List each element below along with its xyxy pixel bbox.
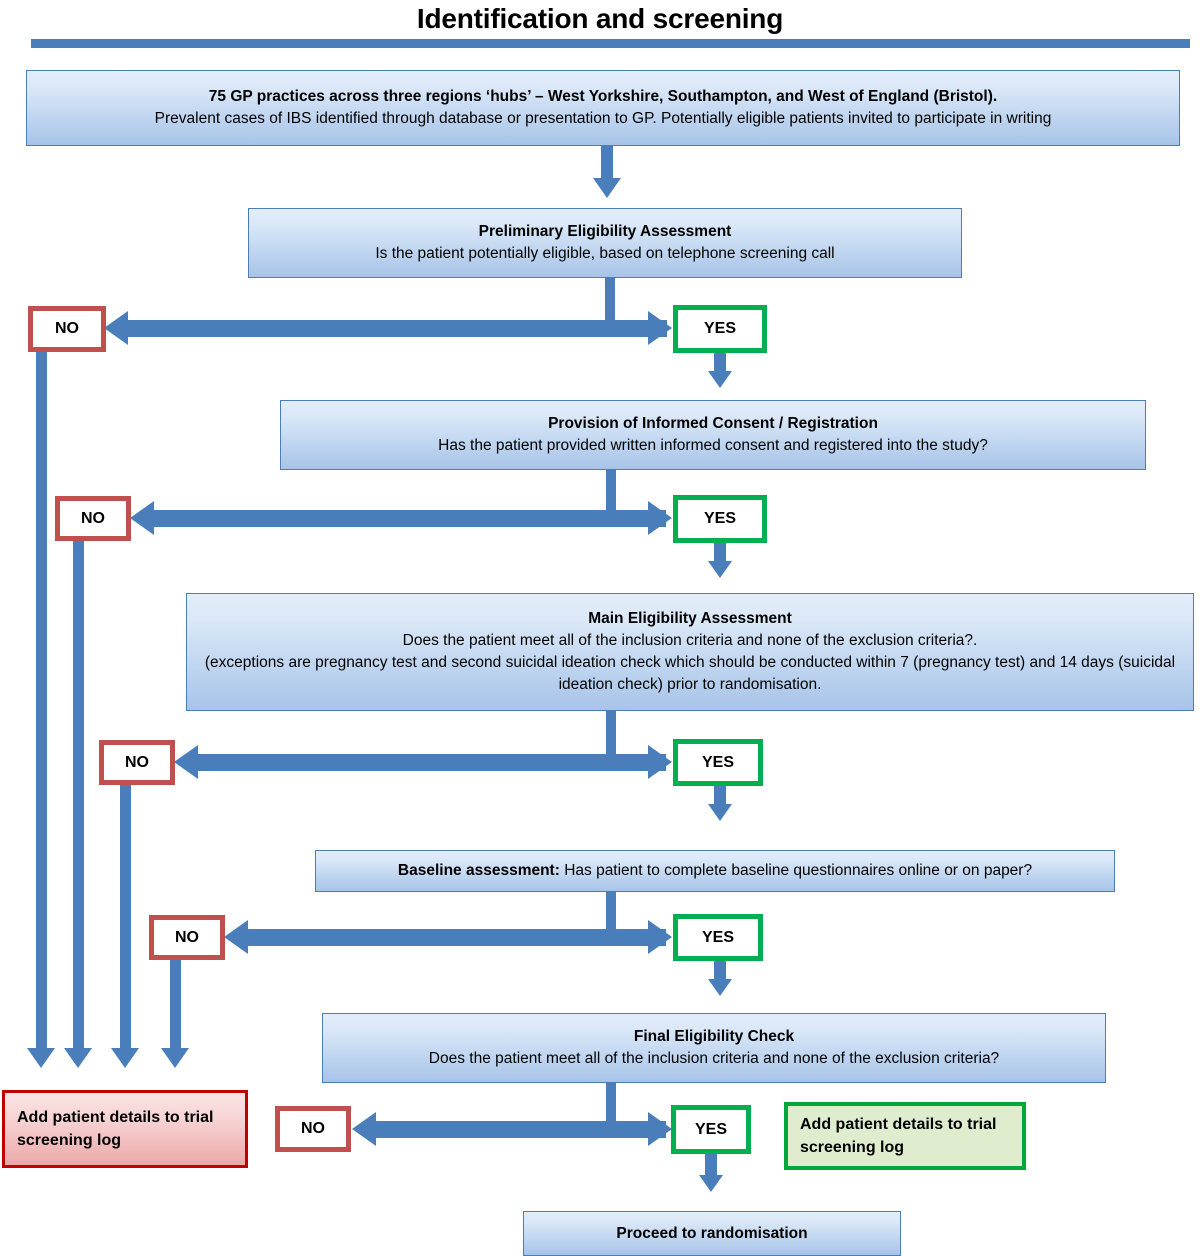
screening-log-included-line2: trial screening log: [800, 1116, 997, 1156]
arrow-head-down-no-baseline: [161, 1048, 189, 1068]
node-final-check-line2: Does the patient meet all of the inclusi…: [428, 1050, 1000, 1067]
node-recruitment: 75 GP practices across three regions ‘hu…: [26, 70, 1180, 146]
screening-log-included-line1: Add patient details to: [800, 1116, 963, 1133]
arrow-head-right-consent-yes: [648, 501, 672, 535]
arrow-head-right-final-check-yes: [648, 1112, 672, 1146]
node-baseline-bold: Baseline assessment:: [397, 862, 560, 879]
node-recruitment-line1: 75 GP practices across three regions ‘hu…: [208, 88, 998, 105]
connector-final-check-stem: [606, 1083, 616, 1131]
decision-yes-consent-label: YES: [703, 510, 736, 527]
connector-no-consent-down: [73, 541, 84, 1053]
node-final-eligibility-check: Final Eligibility Check Does the patient…: [322, 1013, 1106, 1083]
arrow-head-left-preliminary-no: [104, 311, 128, 345]
connector-preliminary-yes-down: [714, 353, 726, 375]
node-preliminary-line2: Is the patient potentially eligible, bas…: [375, 245, 835, 262]
arrow-head-down-preliminary-yes: [708, 371, 732, 388]
connector-main-eligibility-yes-down: [714, 786, 726, 808]
arrow-head-left-final-check-no: [352, 1112, 376, 1146]
arrow-head-down-final-check-yes: [699, 1175, 723, 1192]
node-preliminary-line1: Preliminary Eligibility Assessment: [478, 223, 732, 240]
decision-no-final-check-label: NO: [301, 1120, 325, 1137]
arrow-head-down-no-preliminary: [27, 1048, 55, 1068]
arrow-head-down-main-eligibility-yes: [708, 804, 732, 821]
connector-consent-stem: [606, 470, 616, 520]
decision-no-consent-label: NO: [81, 509, 105, 527]
connector-final-check-decision-bar: [370, 1121, 666, 1138]
decision-no-preliminary[interactable]: NO: [28, 306, 106, 352]
decision-yes-final-check[interactable]: YES: [671, 1105, 751, 1154]
node-baseline-assessment: Baseline assessment: Has patient to comp…: [315, 850, 1115, 892]
connector-baseline-decision-bar: [242, 929, 666, 946]
node-main-eligibility-line3: (exceptions are pregnancy test and secon…: [204, 654, 1176, 693]
connector-preliminary-stem: [605, 278, 615, 330]
arrow-head-down-recruitment: [593, 178, 621, 198]
connector-recruitment-to-preliminary: [601, 146, 613, 180]
connector-consent-decision-bar: [148, 510, 666, 527]
node-consent-line1: Provision of Informed Consent / Registra…: [548, 415, 878, 432]
node-baseline-rest: Has patient to complete baseline questio…: [559, 862, 1033, 879]
arrow-head-down-no-main-eligibility: [111, 1048, 139, 1068]
decision-yes-consent[interactable]: YES: [673, 495, 767, 543]
node-final-check-line1: Final Eligibility Check: [633, 1028, 795, 1045]
arrow-head-left-main-eligibility-no: [174, 745, 198, 779]
decision-no-main-eligibility-label: NO: [125, 753, 149, 771]
page-title: Identification and screening: [416, 3, 784, 34]
title-underline-rule: [31, 39, 1190, 48]
connector-no-preliminary-down: [36, 352, 47, 1052]
decision-no-preliminary-label: NO: [55, 320, 79, 337]
screening-log-excluded-line2: trial screening log: [17, 1109, 214, 1149]
node-main-eligibility-line1: Main Eligibility Assessment: [588, 610, 792, 627]
connector-main-eligibility-stem: [606, 711, 616, 764]
decision-no-baseline-label: NO: [175, 928, 199, 946]
connector-baseline-stem: [606, 892, 616, 939]
arrow-head-right-preliminary-yes: [648, 311, 672, 345]
decision-yes-final-check-label: YES: [694, 1120, 727, 1138]
decision-no-main-eligibility[interactable]: NO: [99, 740, 175, 785]
decision-yes-baseline[interactable]: YES: [673, 914, 763, 961]
decision-yes-main-eligibility[interactable]: YES: [673, 739, 763, 786]
node-randomisation-line1: Proceed to randomisation: [616, 1224, 808, 1242]
node-proceed-to-randomisation: Proceed to randomisation: [523, 1211, 901, 1256]
node-screening-log-excluded: Add patient details to trial screening l…: [2, 1090, 248, 1168]
arrow-head-down-no-consent: [64, 1048, 92, 1068]
arrow-head-right-main-eligibility-yes: [648, 745, 672, 779]
connector-main-eligibility-decision-bar: [192, 754, 666, 771]
connector-final-check-yes-down: [705, 1154, 717, 1178]
node-screening-log-included: Add patient details to trial screening l…: [784, 1102, 1026, 1170]
decision-no-baseline[interactable]: NO: [149, 915, 225, 960]
node-main-eligibility-line2: Does the patient meet all of the inclusi…: [402, 632, 978, 649]
arrow-head-right-baseline-yes: [648, 920, 672, 954]
node-main-eligibility: Main Eligibility Assessment Does the pat…: [186, 593, 1194, 711]
node-informed-consent: Provision of Informed Consent / Registra…: [280, 400, 1146, 470]
connector-consent-yes-down: [714, 543, 726, 565]
decision-yes-preliminary-label: YES: [703, 320, 736, 337]
decision-yes-preliminary[interactable]: YES: [673, 305, 767, 353]
decision-no-consent[interactable]: NO: [55, 496, 131, 541]
connector-no-main-eligibility-down: [120, 785, 131, 1053]
arrow-head-left-consent-no: [130, 501, 154, 535]
node-preliminary-eligibility: Preliminary Eligibility Assessment Is th…: [248, 208, 962, 278]
node-recruitment-line2: Prevalent cases of IBS identified throug…: [154, 110, 1052, 127]
arrow-head-down-consent-yes: [708, 561, 732, 578]
connector-no-baseline-down: [170, 960, 181, 1053]
node-consent-line2: Has the patient provided written informe…: [438, 437, 988, 454]
arrow-head-down-baseline-yes: [708, 979, 732, 996]
decision-yes-main-eligibility-label: YES: [701, 753, 734, 771]
connector-preliminary-decision-bar: [122, 320, 667, 337]
arrow-head-left-baseline-no: [224, 920, 248, 954]
connector-baseline-yes-down: [714, 961, 726, 983]
decision-yes-baseline-label: YES: [701, 928, 734, 946]
screening-log-excluded-line1: Add patient details to: [17, 1109, 180, 1126]
decision-no-final-check[interactable]: NO: [275, 1106, 351, 1152]
